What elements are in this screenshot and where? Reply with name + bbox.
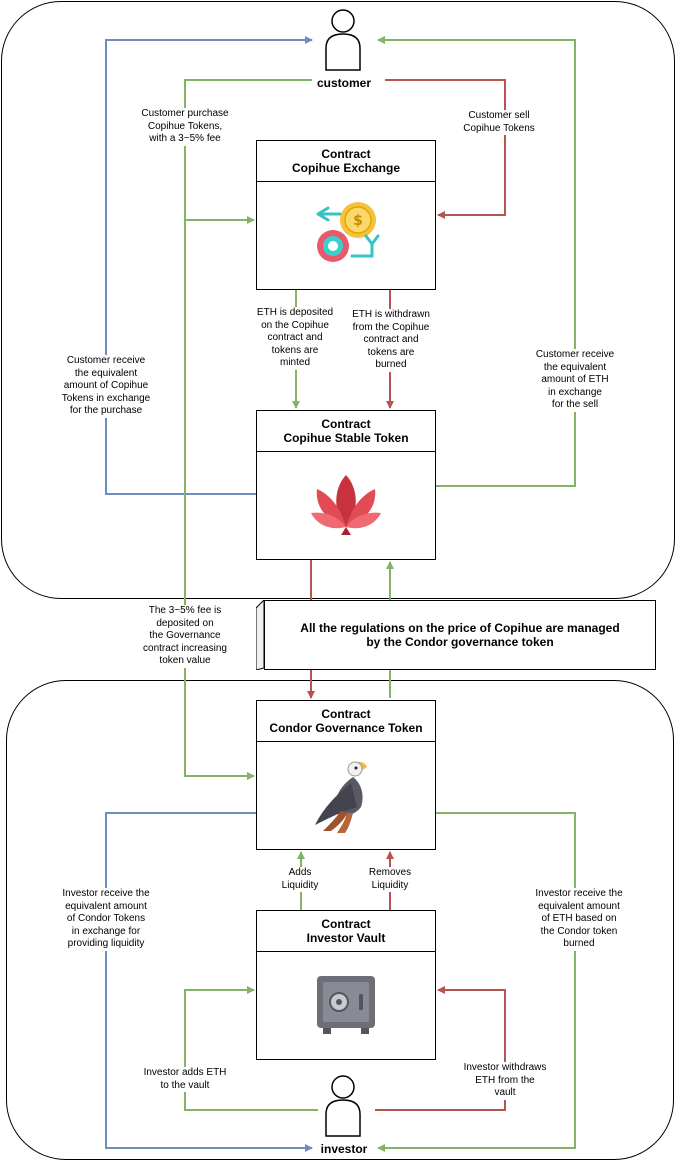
box-header: Contract Condor Governance Token	[257, 701, 435, 742]
box-line2: Copihue Exchange	[291, 161, 401, 175]
box-line1: Contract	[321, 917, 371, 931]
investor-name: investor	[320, 1142, 368, 1156]
box-line1: Contract	[321, 417, 371, 431]
edge-customer-to-exchange	[184, 79, 312, 224]
banner-line2: by the Condor governance token	[366, 635, 554, 649]
banner-line1: All the regulations on the price of Copi…	[300, 621, 620, 635]
contract-condor-governance-token: Contract Condor Governance Token	[256, 700, 436, 850]
condor-bird-icon	[315, 761, 367, 833]
regulation-banner: All the regulations on the price of Copi…	[256, 600, 656, 670]
label-fee-deposited: The 3~5% fee is deposited on the Governa…	[130, 605, 240, 668]
coin-exchange-icon: $	[316, 202, 380, 262]
contract-copihue-stable-token: Contract Copihue Stable Token	[256, 410, 436, 560]
label-adds-liquidity: Adds Liquidity	[274, 867, 326, 892]
label-investor-withdraws: Investor withdraws ETH from the vault	[452, 1062, 558, 1100]
label-investor-receive-condor: Investor receive the equivalent amount o…	[46, 888, 166, 951]
box-line2: Investor Vault	[306, 931, 386, 945]
customer-name: customer	[316, 76, 372, 90]
label-customer-sell: Customer sell Copihue Tokens	[452, 110, 546, 135]
edge-stable-eth-to-customer	[377, 36, 576, 487]
contract-investor-vault: Contract Investor Vault	[256, 910, 436, 1060]
person-icon	[325, 9, 361, 71]
box-line2: Copihue Stable Token	[283, 431, 409, 445]
box-line1: Contract	[321, 147, 371, 161]
box-header: Contract Copihue Exchange	[257, 141, 435, 182]
label-investor-adds-eth: Investor adds ETH to the vault	[132, 1067, 238, 1092]
investor-actor	[322, 1074, 364, 1140]
lotus-flower-icon	[311, 475, 381, 535]
label-eth-deposited: ETH is deposited on the Copihue contract…	[250, 307, 340, 370]
svg-text:$: $	[353, 213, 363, 229]
edge-governance-eth-to-investor	[377, 812, 576, 1152]
label-removes-liquidity: Removes Liquidity	[362, 867, 418, 892]
edge-stable-to-customer	[105, 36, 313, 495]
banner-text: All the regulations on the price of Copi…	[264, 600, 656, 670]
customer-actor	[322, 8, 364, 74]
box-header: Contract Copihue Stable Token	[257, 411, 435, 452]
label-customer-receive-copihue: Customer receive the equivalent amount o…	[52, 355, 160, 418]
label-eth-withdrawn: ETH is withdrawn from the Copihue contra…	[344, 309, 438, 372]
customer-zone	[1, 1, 675, 599]
box-line2: Condor Governance Token	[269, 721, 423, 735]
edge-governance-to-investor	[105, 812, 313, 1152]
edge-investor-withdraws	[375, 986, 506, 1111]
edge-fee-to-governance	[184, 220, 255, 780]
box-header: Contract Investor Vault	[257, 911, 435, 952]
contract-copihue-exchange: Contract Copihue Exchange $	[256, 140, 436, 290]
safe-vault-icon	[317, 976, 375, 1034]
edge-customer-sell	[385, 79, 506, 219]
edge-investor-adds-eth	[184, 986, 318, 1111]
person-icon	[325, 1075, 361, 1137]
label-customer-receive-eth: Customer receive the equivalent amount o…	[524, 349, 626, 412]
box-line1: Contract	[321, 707, 371, 721]
investor-zone	[6, 680, 674, 1160]
label-customer-purchase: Customer purchase Copihue Tokens, with a…	[130, 108, 240, 146]
label-investor-receive-eth: Investor receive the equivalent amount o…	[520, 888, 638, 951]
